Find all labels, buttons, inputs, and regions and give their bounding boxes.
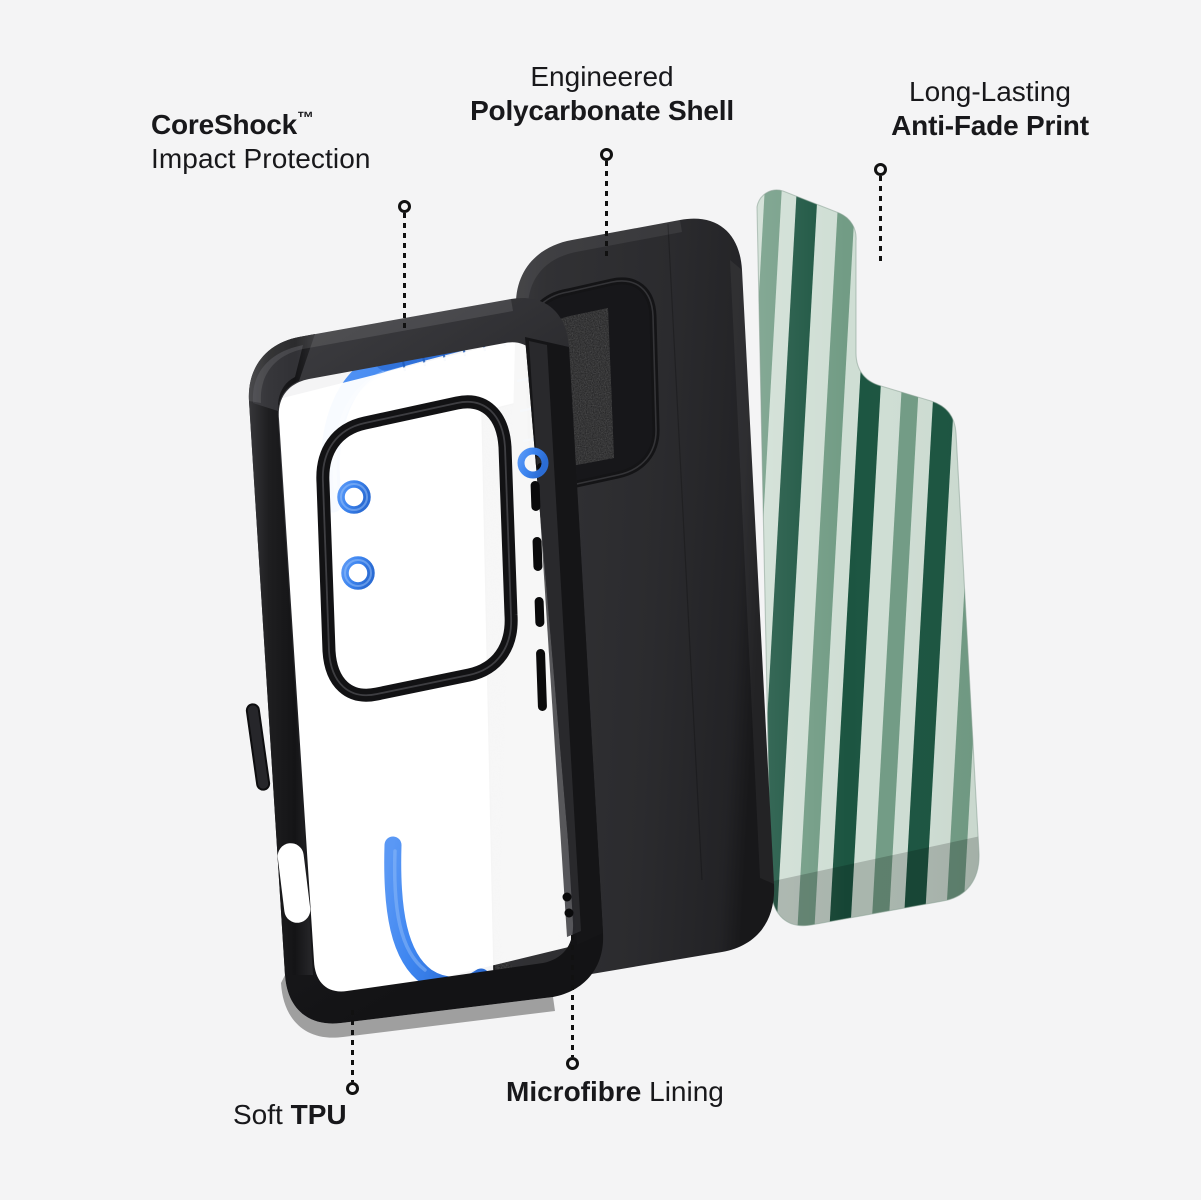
lens-ring-upper — [337, 480, 371, 514]
lens-ring-right — [517, 447, 549, 479]
callout-antifade-line2: Anti-Fade Print — [891, 110, 1089, 142]
leader-dot-polycarbonate — [600, 148, 613, 161]
callout-tpu: Soft TPU — [233, 1098, 347, 1132]
callout-microfibre-regular: Lining — [641, 1076, 724, 1107]
callout-antifade-line1: Long-Lasting — [909, 76, 1071, 107]
leader-stem-antifade — [879, 176, 882, 264]
tpu-right-rail — [525, 337, 603, 945]
trademark-symbol: ™ — [297, 108, 315, 128]
callout-polycarbonate: Engineered Polycarbonate Shell — [424, 60, 780, 128]
action-button-cutout — [277, 843, 311, 923]
leader-dot-microfibre — [566, 1057, 579, 1070]
leader-dot-coreshock — [398, 200, 411, 213]
callout-polycarbonate-line2: Polycarbonate Shell — [470, 95, 734, 127]
callout-polycarbonate-line1: Engineered — [530, 61, 674, 92]
anti-fade-print-panel — [735, 185, 995, 930]
soft-tpu-bumper-layer — [195, 285, 615, 1038]
callout-antifade: Long-Lasting Anti-Fade Print — [866, 75, 1114, 143]
callout-tpu-bold: TPU — [290, 1099, 347, 1130]
leader-stem-coreshock — [403, 213, 406, 328]
callout-tpu-regular: Soft — [233, 1099, 291, 1130]
callout-coreshock-line2: Impact Protection — [151, 143, 371, 175]
callout-coreshock-line1: CoreShock™ — [151, 108, 315, 140]
leader-dot-tpu — [346, 1082, 359, 1095]
lens-ring-accents — [337, 447, 549, 590]
leader-stem-tpu — [351, 1010, 354, 1082]
clear-back-plate — [255, 337, 577, 1011]
leader-dot-antifade — [874, 163, 887, 176]
callout-microfibre-bold: Microfibre — [506, 1076, 642, 1107]
leader-stem-microfibre — [571, 935, 574, 1057]
callout-microfibre: Microfibre Lining — [506, 1075, 724, 1109]
callout-coreshock: CoreShock™ Impact Protection — [151, 108, 371, 176]
lens-ring-lower — [341, 556, 375, 590]
leader-stem-polycarbonate — [605, 161, 608, 259]
